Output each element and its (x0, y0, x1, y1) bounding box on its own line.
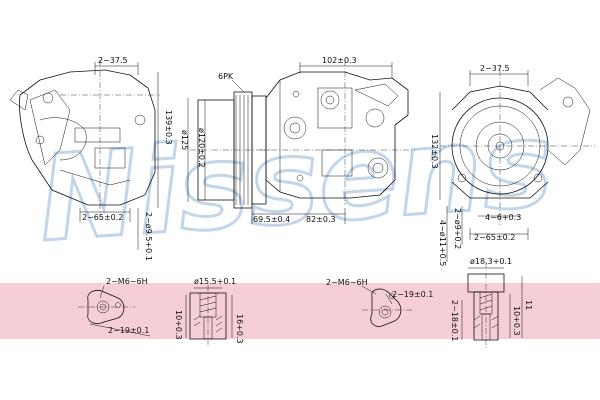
detail-3-thread: 2−M6−6H (326, 278, 368, 287)
detail-2-depth-right: 16+0.3 (235, 314, 244, 344)
pulley-view: 6PK ø125 ø120±0.2 69.5±0.4 82±0.3 (180, 72, 346, 224)
detail-1-port-flange: 2−M6−6H 2−19±0.1 (78, 277, 151, 337)
dim-left-bottom-width: 2−65±0.2 (82, 213, 123, 222)
detail-4-height-a: 10+0.3 (512, 306, 521, 336)
dim-pulley-offset: 69.5±0.4 (253, 215, 290, 224)
dim-right-fitting: 4−ø11+0.5 (438, 220, 447, 266)
dim-left-top-width: 2−37.5 (98, 56, 128, 65)
center-body-view: 102±0.3 (260, 56, 415, 205)
detail-3-spacing: 2−19±0.1 (392, 290, 433, 299)
detail-4-diameter: ø18.3+0.1 (470, 257, 512, 266)
dim-left-bore: 2−ø9.5+0.1 (144, 212, 153, 261)
right-front-view: 2−37.5 132±0.3 4−ø11+0.5 2−ø9+0.2 4−6+0.… (430, 64, 595, 266)
detail-3-port-flange: 2−M6−6H 2−19±0.1 (326, 278, 433, 327)
left-side-view: 2−37.5 139±0.3 2−65±0.2 2−ø9.5+0.1 (9, 56, 173, 261)
belt-type-label: 6PK (218, 72, 234, 81)
detail-2-diameter: ø15.5+0.1 (194, 277, 236, 286)
dim-center-top-width: 102±0.3 (322, 56, 357, 65)
detail-4-height-b: 11 (524, 300, 533, 310)
detail-2-port-section: ø15.5+0.1 10+0.3 16+0.3 (174, 277, 244, 345)
dim-right-bottom-width: 2−65±0.2 (474, 233, 515, 242)
dim-right-bore: 2−ø9+0.2 (453, 208, 462, 249)
dim-right-slot: 4−6+0.3 (485, 213, 521, 222)
dim-body-offset: 82±0.3 (306, 215, 336, 224)
dim-pulley-diameter: ø120±0.2 (197, 128, 206, 168)
dim-right-height: 132±0.3 (430, 134, 439, 169)
detail-2-depth-left: 10+0.3 (174, 310, 183, 340)
detail-1-thread: 2−M6−6H (106, 277, 148, 286)
detail-1-spacing: 2−19±0.1 (108, 326, 149, 335)
dim-body-height: ø125 (180, 130, 189, 150)
dim-left-height: 139±0.3 (164, 110, 173, 145)
dim-right-top-width: 2−37.5 (480, 64, 510, 73)
detail-3-spacing-bottom: 2−18±0.1 (450, 300, 459, 341)
detail-4-port-section: ø18.3+0.1 2−18±0.1 10+0.3 11 (450, 257, 533, 348)
